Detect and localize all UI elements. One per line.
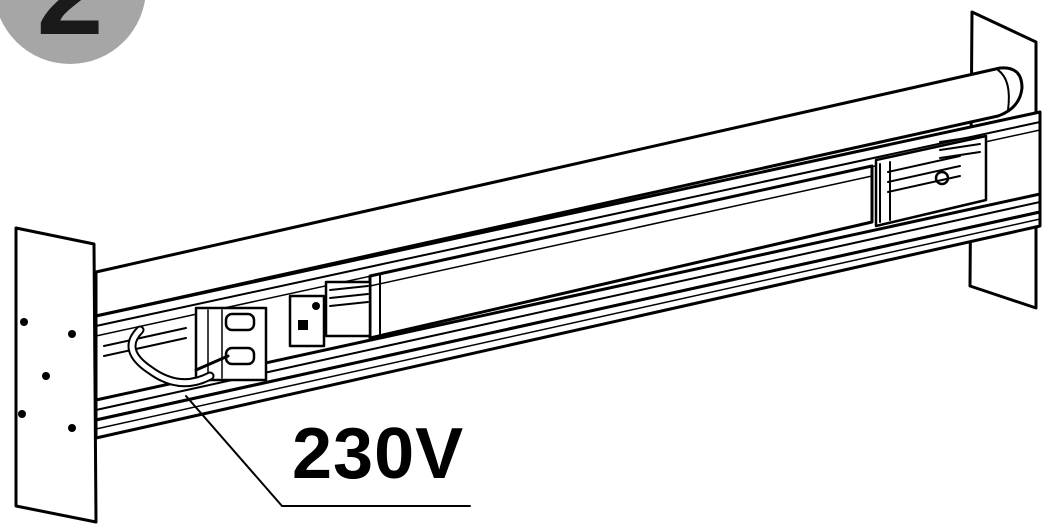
left-end-plate [14, 226, 98, 524]
right-connector [874, 134, 988, 228]
terminal-block [103, 280, 372, 382]
voltage-label: 230V [292, 414, 465, 494]
tube [94, 66, 1024, 318]
leader-line [185, 395, 471, 507]
mains-cable [127, 325, 230, 388]
step-number: 2 [37, 0, 104, 60]
step-badge-circle [0, 0, 146, 64]
luminaire-drawing [14, 10, 1042, 524]
step-badge: 2 [0, 0, 146, 64]
